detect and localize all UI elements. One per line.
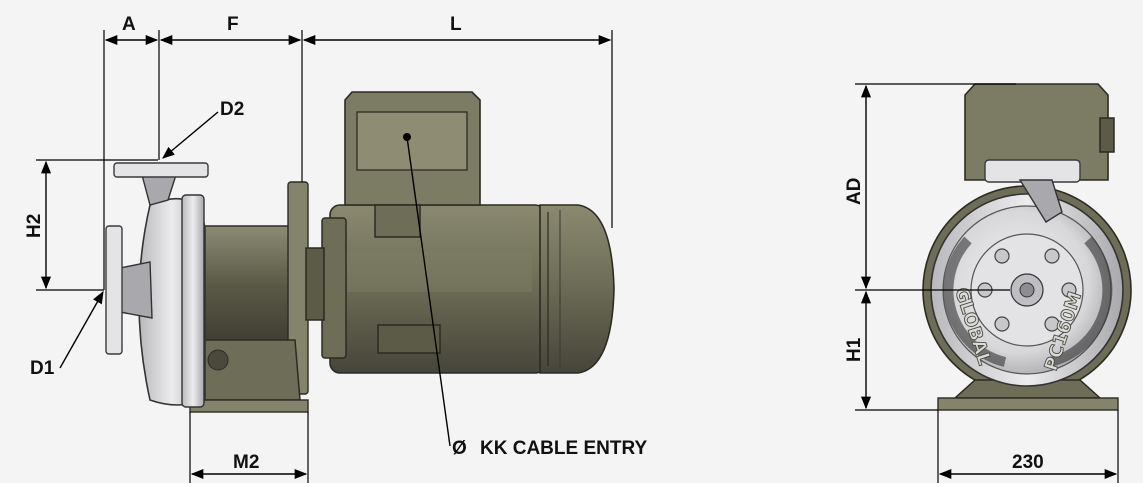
motor-end-cap — [539, 204, 615, 374]
pump-casing — [105, 162, 209, 408]
diameter-symbol: Ø — [452, 438, 467, 459]
dim-ad-label: AD — [844, 178, 865, 205]
side-view-dimensions: A F L D2 H2 D1 M2 Ø KK CABLE ENTRY — [24, 14, 647, 483]
lantern-housing — [189, 181, 325, 413]
motor-fins — [342, 252, 532, 292]
dim-d1-label: D1 — [30, 358, 55, 379]
dim-h1-label: H1 — [844, 337, 865, 362]
discharge-flange — [113, 162, 209, 178]
motor-nameplate — [377, 324, 441, 354]
front-view: GLOBAL PC160M — [922, 83, 1132, 411]
dim-a-label: A — [122, 14, 136, 35]
front-view-dimensions: AD H1 230 — [844, 83, 1119, 483]
dim-h2-label: H2 — [24, 214, 45, 238]
dim-f-label: F — [227, 14, 239, 35]
dim-m2-label: M2 — [233, 452, 259, 473]
side-view — [105, 91, 615, 413]
dim-d2-label: D2 — [220, 99, 244, 120]
motor-flange-collar — [321, 217, 347, 359]
suction-flange — [105, 225, 123, 355]
cable-entry-label: KK CABLE ENTRY — [480, 438, 647, 459]
dim-width-label: 230 — [1012, 452, 1044, 473]
terminal-box — [344, 91, 481, 238]
motor — [321, 204, 615, 374]
dim-l-label: L — [450, 14, 462, 35]
